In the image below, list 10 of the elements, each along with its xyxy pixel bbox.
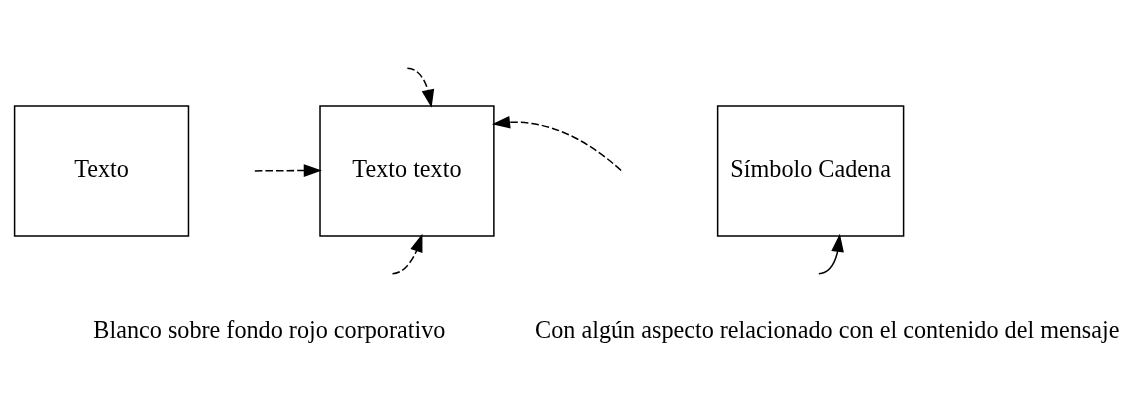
node-box: Texto texto bbox=[319, 104, 495, 237]
arrow bbox=[491, 115, 622, 171]
label: Blanco sobre fondo rojo corporativo bbox=[93, 315, 446, 343]
label: Con algún aspecto relacionado con el contenido del mensaje bbox=[535, 315, 1120, 343]
arrow bbox=[254, 163, 322, 177]
node-box: Texto bbox=[13, 104, 190, 237]
arrow bbox=[391, 233, 423, 274]
arrow bbox=[818, 233, 844, 274]
node-box: Símbolo Cadena bbox=[716, 104, 905, 237]
arrow bbox=[406, 66, 435, 108]
